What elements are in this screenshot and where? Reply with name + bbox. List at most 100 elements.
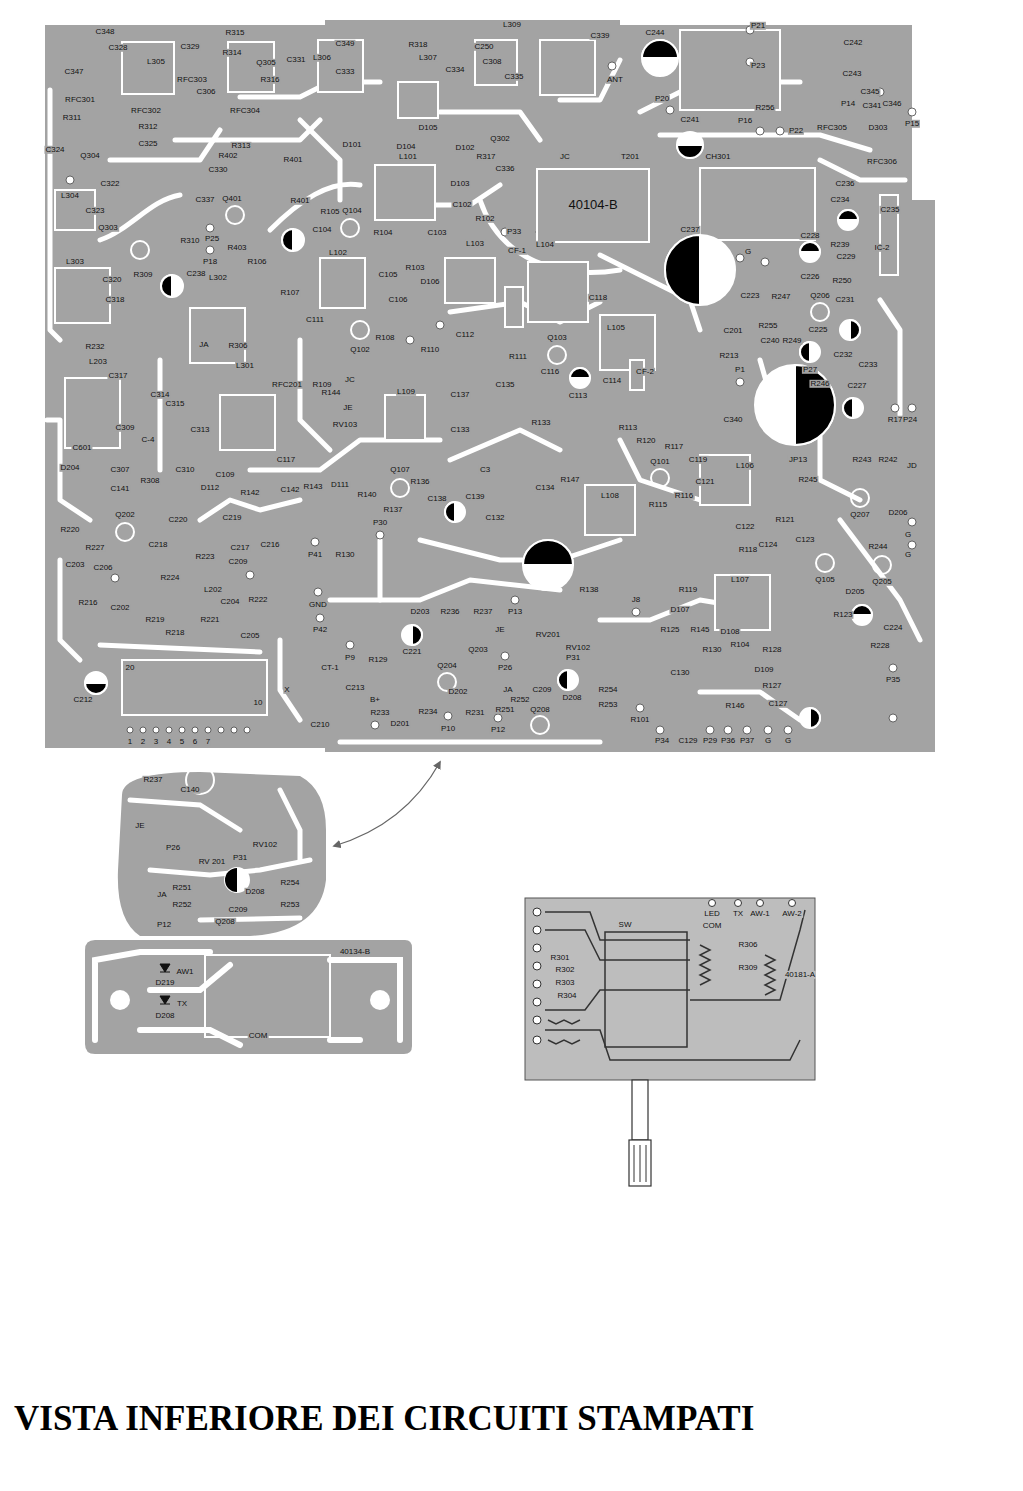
electrolytic-capacitor (755, 365, 835, 445)
part-label: 3 (153, 738, 159, 746)
solder-pad (908, 108, 916, 116)
switch-board (533, 1036, 541, 1044)
part-label: C220 (167, 516, 188, 524)
solder-pad (511, 596, 519, 604)
part-label: R138 (578, 586, 599, 594)
part-label: C142 (279, 486, 300, 494)
component-outline (122, 42, 174, 94)
part-label: R128 (761, 646, 782, 654)
copper-trace (420, 540, 620, 560)
part-label: R311 (62, 114, 83, 122)
part-label: R402 (217, 152, 238, 160)
switch-board (700, 945, 710, 985)
solder-pad (316, 614, 324, 622)
switch-board (765, 955, 775, 995)
part-label: C124 (757, 541, 778, 549)
part-label: D303 (867, 124, 888, 132)
part-label: D208 (154, 1012, 175, 1020)
part-label: R143 (302, 483, 323, 491)
component-outline (318, 40, 363, 92)
part-label: Q302 (489, 135, 511, 143)
electrolytic-capacitor (445, 502, 455, 522)
electrolytic-capacitor (642, 40, 678, 76)
part-label: P42 (312, 626, 328, 634)
part-label: C241 (679, 116, 700, 124)
part-label: C139 (464, 493, 485, 501)
part-label: R239 (829, 241, 850, 249)
part-label: L303 (65, 258, 85, 266)
part-label: C310 (174, 466, 195, 474)
part-label: RFC306 (866, 158, 898, 166)
part-label: P23 (750, 62, 766, 70)
part-label: R246 (809, 380, 830, 388)
part-label: P21 (750, 22, 766, 30)
electrolytic-capacitor (161, 275, 183, 297)
part-label: C201 (722, 327, 743, 335)
part-label: R219 (144, 616, 165, 624)
part-label: C213 (344, 684, 365, 692)
led-board (95, 952, 210, 1040)
part-label: C349 (334, 40, 355, 48)
component-outline (715, 575, 770, 630)
part-label: C137 (449, 391, 470, 399)
inset-arrow (334, 762, 440, 846)
solder-pad (311, 538, 319, 546)
part-label: Q101 (649, 458, 671, 466)
part-label: C228 (799, 232, 820, 240)
ic-pin (153, 727, 159, 733)
transistor-outline (116, 206, 891, 734)
part-label: R251 (171, 884, 192, 892)
part-label: C118 (588, 294, 609, 302)
part-label: C308 (481, 58, 502, 66)
part-label: R121 (774, 516, 795, 524)
part-label: C337 (194, 196, 215, 204)
part-label: L309 (502, 21, 522, 29)
part-label: R249 (781, 337, 802, 345)
part-label: JD (906, 462, 918, 470)
solder-pad (636, 704, 644, 712)
solder-pad (608, 62, 616, 70)
part-label: R254 (279, 879, 300, 887)
switch-board (525, 898, 815, 1080)
part-label: P16 (737, 117, 753, 125)
part-label: D108 (719, 628, 740, 636)
transistor-outline (873, 556, 891, 574)
copper-trace (47, 60, 920, 742)
transistor-outline (226, 206, 244, 224)
switch-board (533, 998, 541, 1006)
switch-board (533, 900, 796, 1045)
part-label: C341 (861, 102, 882, 110)
switch-board (709, 900, 716, 907)
electrolytic-capacitor (665, 235, 735, 305)
part-label: C133 (449, 426, 470, 434)
part-label: C331 (285, 56, 306, 64)
electrolytic-capacitor (445, 502, 465, 522)
part-label: R118 (738, 546, 759, 554)
switch-board (735, 900, 742, 907)
part-label: Q203 (467, 646, 489, 654)
part-label: D204 (59, 464, 80, 472)
part-label: C334 (444, 66, 465, 74)
part-label: C130 (669, 669, 690, 677)
electrolytic-capacitor (852, 605, 872, 615)
part-label: L104 (535, 241, 555, 249)
component-outline (122, 660, 267, 715)
solder-pad (314, 588, 322, 596)
part-label: C223 (739, 292, 760, 300)
part-label: X (283, 686, 290, 694)
part-label: Q103 (546, 334, 568, 342)
part-label: C113 (568, 392, 589, 400)
part-label: R218 (164, 629, 185, 637)
page-title: VISTA INFERIORE DEI CIRCUITI STAMPATI (14, 1400, 754, 1439)
part-label: P9 (344, 654, 356, 662)
inset-arrow (334, 762, 440, 846)
ic-pin (192, 727, 198, 733)
part-label: P31 (232, 854, 248, 862)
part-label: RV201 (535, 631, 561, 639)
part-label: L101 (398, 153, 418, 161)
switch-board (533, 962, 541, 970)
part-label: R113 (618, 424, 639, 432)
switch-board (545, 910, 805, 1060)
part-label: R304 (556, 992, 577, 1000)
